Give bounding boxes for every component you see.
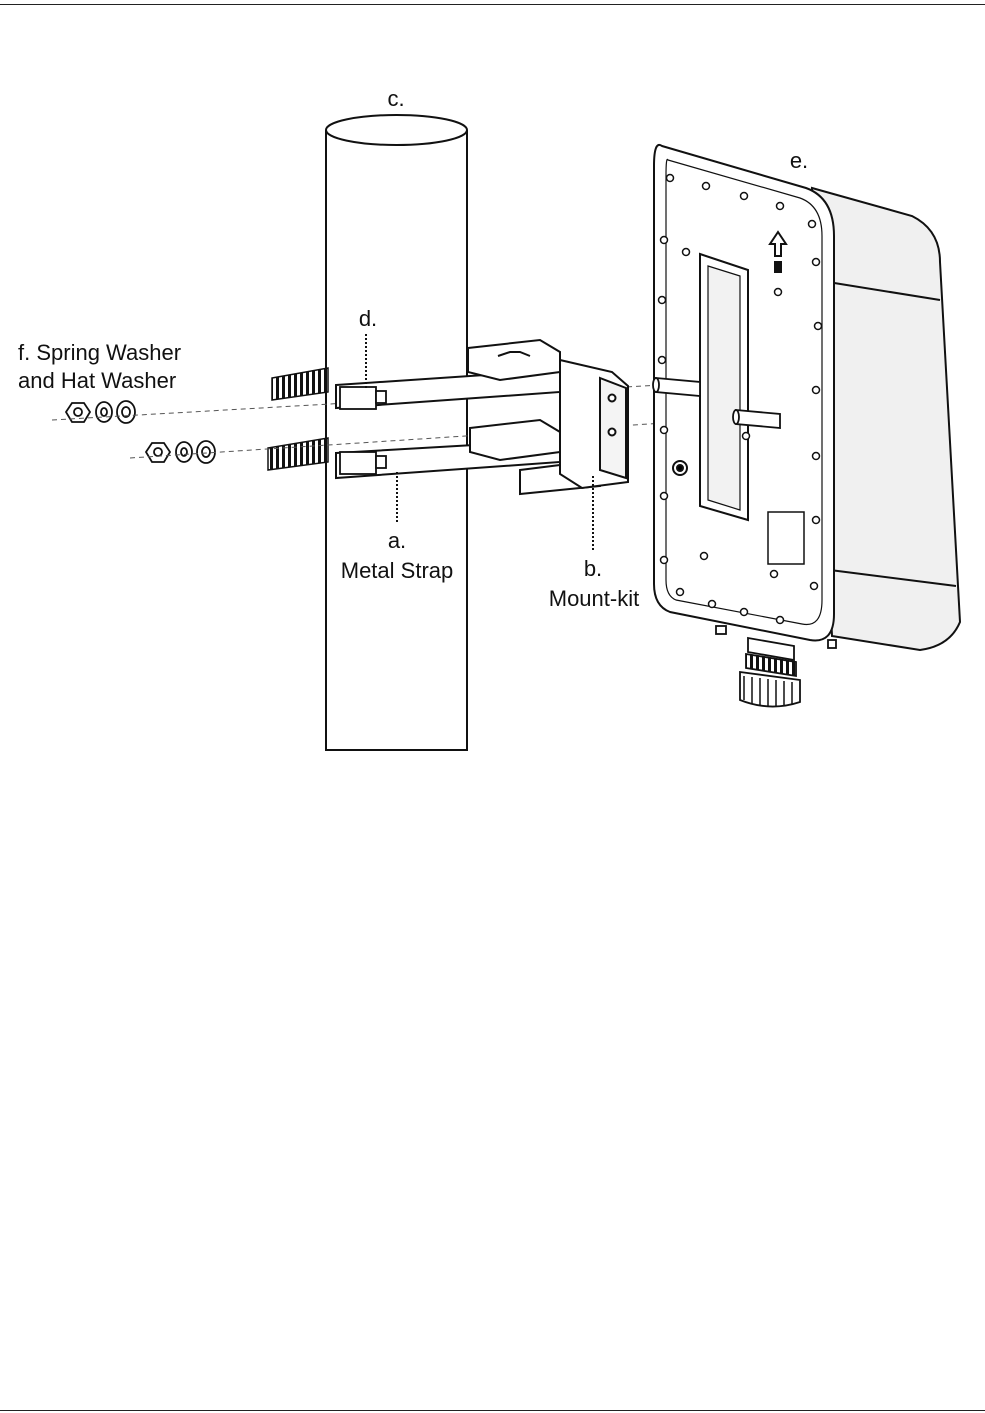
label-d: d. <box>348 306 388 332</box>
strap-buckle <box>340 387 386 474</box>
label-b-text: Mount-kit <box>524 586 664 612</box>
washer-set-lower <box>146 441 215 463</box>
device-body <box>654 145 960 650</box>
washer-set-upper <box>66 401 135 423</box>
strap-teeth <box>268 368 328 470</box>
label-e: e. <box>776 148 822 174</box>
mount-kit <box>468 340 628 494</box>
label-f-line1: f. Spring Washer <box>18 340 181 366</box>
label-a-text: Metal Strap <box>322 558 472 584</box>
label-f-line2: and Hat Washer <box>18 368 176 394</box>
pole <box>326 115 467 750</box>
label-a-letter: a. <box>370 528 424 554</box>
label-c: c. <box>370 86 422 112</box>
label-b-letter: b. <box>566 556 620 582</box>
